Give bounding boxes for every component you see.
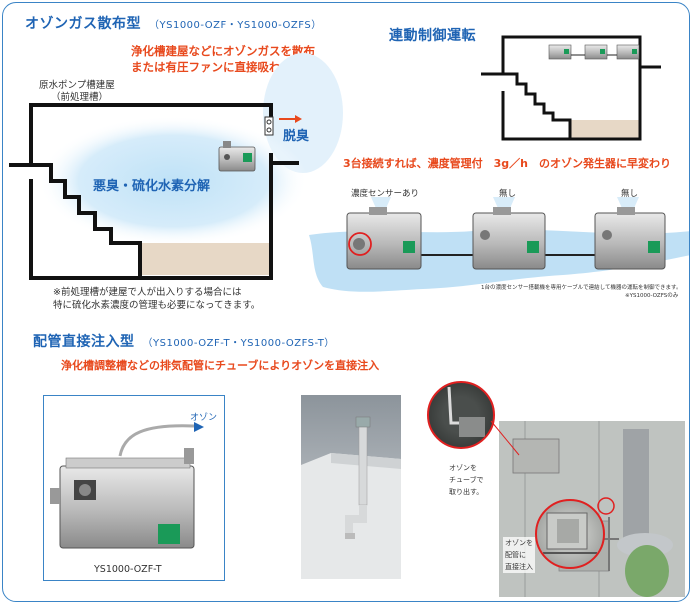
- ozone-arrow-icon: [194, 422, 204, 432]
- arrow-right-icon: [279, 115, 302, 123]
- callout-2-line-3: 直接注入: [505, 563, 533, 571]
- zoom-1-illustration: [447, 386, 485, 437]
- ozone-label: オゾン: [190, 413, 218, 423]
- ozone-unit-3: [594, 207, 666, 270]
- section1-note-1: ※前処理槽が建屋で人が出入りする場合には: [53, 287, 242, 298]
- circle-highlight-icon: [348, 232, 372, 256]
- section2-units-diagram: [309, 197, 689, 292]
- wall-ozone-unit: [218, 141, 256, 172]
- callout-2: オゾンを 配管に 直接注入: [503, 537, 535, 573]
- zoom-circle-2: [535, 499, 605, 569]
- building-label-2: （前処理槽）: [51, 92, 109, 103]
- building-label-1: 原水ポンプ槽建屋: [39, 80, 115, 91]
- unit-label-2: 無し: [499, 189, 517, 199]
- product-caption: YS1000-OZF-T: [94, 564, 162, 575]
- section3-model: （YS1000-OZF-T・YS1000-OZFS-T）: [142, 338, 335, 349]
- callout-1: オゾンを チューブで 取り出す。: [449, 463, 484, 497]
- section2-footnote-2: ※YS1000-OZFSのみ: [625, 293, 679, 299]
- circle-highlight-icon-2: [597, 497, 615, 515]
- callout-1-line-2: チューブで: [449, 476, 484, 484]
- section1-model: （YS1000-OZF・YS1000-OZFS）: [149, 20, 322, 31]
- deodorize-label: 脱臭: [283, 129, 310, 144]
- zoom-2-illustration: [543, 512, 597, 554]
- section3-title-text: 配管直接注入型: [33, 334, 135, 350]
- callout-2-line-2: 配管に: [505, 551, 526, 559]
- section1-tagline-1: 浄化槽建屋などにオゾンガスを散布: [131, 44, 315, 58]
- section3-title: 配管直接注入型 （YS1000-OZF-T・YS1000-OZFS-T）: [33, 331, 335, 351]
- section2-diagram: [481, 35, 661, 141]
- zoom-circle-1: [427, 381, 495, 449]
- pipe-illustration: [301, 416, 401, 579]
- section1-diagram: [9, 53, 343, 280]
- callout-1-line-3: 取り出す。: [449, 488, 484, 496]
- sludge-area: [140, 243, 270, 275]
- section2-title: 連動制御運転: [389, 28, 476, 44]
- section2-footnote-1: 1台の濃度センサー搭載機を専用ケーブルで連結して機器の運転を制御できます。: [481, 285, 682, 291]
- product-photo-box: オゾン YS1000-OZF-T: [43, 395, 225, 581]
- ozone-unit-2: [472, 207, 546, 270]
- unit-label-1: 濃度センサーあり: [351, 189, 420, 199]
- product-illustration: [50, 422, 204, 549]
- halo: [263, 53, 343, 173]
- mini-units: [548, 44, 640, 60]
- section1-title: オゾンガス散布型 （YS1000-OZF・YS1000-OZFS）: [25, 13, 322, 33]
- callout-1-line-1: オゾンを: [449, 464, 477, 472]
- ozone-unit-1: [346, 207, 422, 270]
- section3-tagline: 浄化槽調整槽などの排気配管にチューブによりオゾンを直接注入: [61, 359, 380, 372]
- section1-note-2: 特に硫化水素濃度の管理も必要になってきます。: [53, 300, 261, 311]
- pipe-photo: [301, 395, 401, 579]
- cloud-label: 悪臭・硫化水素分解: [93, 179, 211, 194]
- section1-title-text: オゾンガス散布型: [25, 16, 141, 32]
- sludge-area-2: [570, 120, 639, 139]
- section2-tagline: 3台接続すれば、濃度管理付 3g／h のオゾン発生器に早変わり: [343, 157, 672, 170]
- fan-icon: [264, 116, 274, 136]
- stairs: [9, 163, 142, 278]
- callout-2-line-1: オゾンを: [505, 539, 533, 547]
- unit-label-3: 無し: [621, 189, 639, 199]
